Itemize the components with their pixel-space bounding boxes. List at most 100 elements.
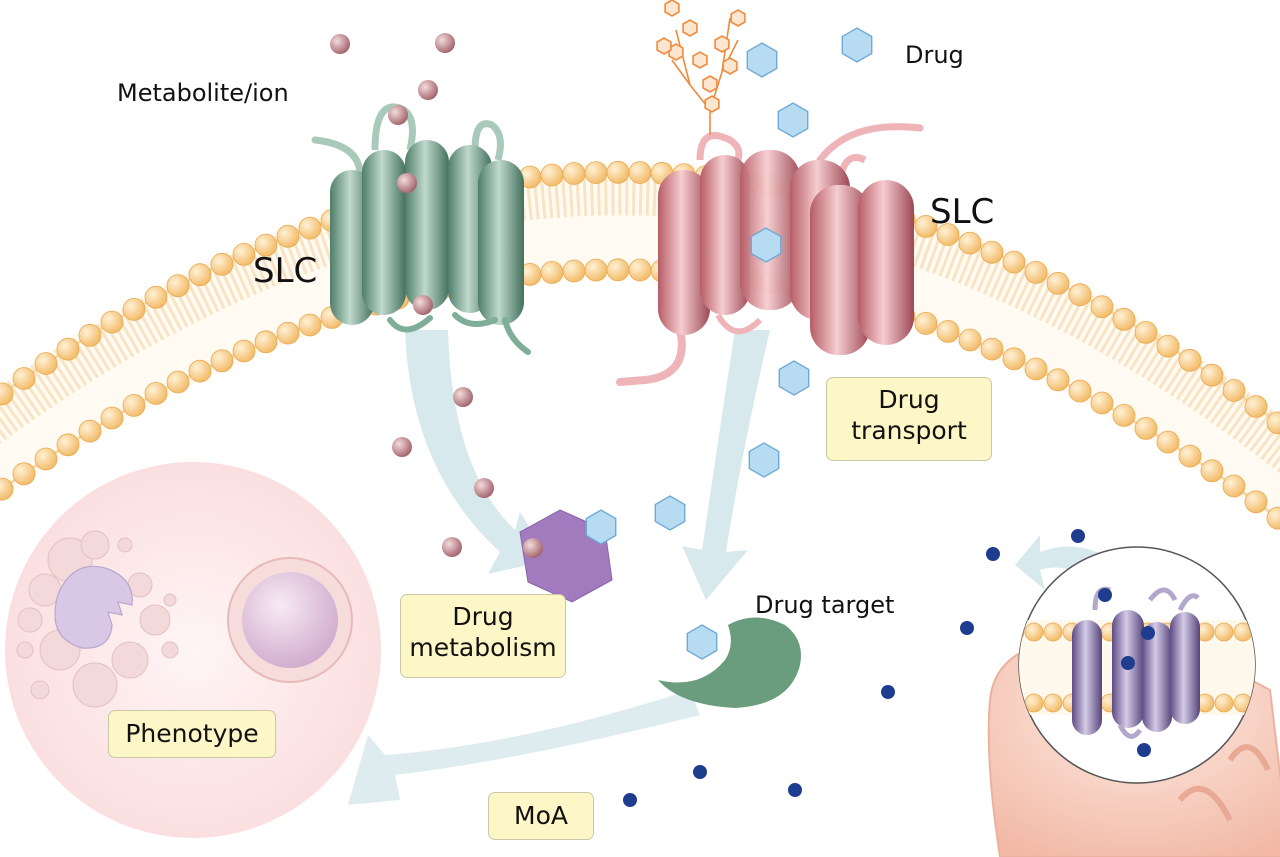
ion-dots bbox=[623, 529, 1155, 807]
lipid-head bbox=[606, 258, 630, 282]
lipid-head bbox=[298, 313, 322, 337]
lipid-head bbox=[34, 447, 58, 471]
lipid-head bbox=[1244, 490, 1268, 514]
metabolite-particle bbox=[442, 537, 462, 557]
lipid-head bbox=[210, 252, 234, 276]
drug-metabolism-line1: Drug bbox=[452, 602, 514, 631]
ion-dot bbox=[1141, 626, 1155, 640]
arrow-drug-to-target bbox=[682, 330, 770, 600]
lipid-head bbox=[188, 359, 212, 383]
lipid-head bbox=[1024, 357, 1048, 381]
glycan-unit bbox=[714, 35, 730, 53]
drug-molecules bbox=[585, 27, 873, 660]
drug-molecule bbox=[585, 509, 617, 545]
lipid-head bbox=[540, 260, 564, 284]
glycan-unit bbox=[692, 51, 708, 69]
ion-dot bbox=[693, 765, 707, 779]
ion-dot bbox=[1071, 529, 1085, 543]
lipid-head bbox=[1046, 368, 1070, 392]
drug-molecule bbox=[750, 227, 782, 263]
lipid-head bbox=[144, 285, 168, 309]
slc-right-label: SLC bbox=[930, 192, 995, 232]
metabolite-particle bbox=[418, 80, 438, 100]
drug-metabolism-line2: metabolism bbox=[409, 633, 557, 663]
lipid-head bbox=[1134, 416, 1158, 440]
lipid-head bbox=[584, 161, 608, 185]
metabolite-particle bbox=[474, 478, 494, 498]
lipid-head bbox=[540, 163, 564, 187]
lipid-head bbox=[254, 330, 278, 354]
lipid-head bbox=[958, 231, 982, 255]
lipid-head bbox=[914, 311, 938, 335]
lipid-head bbox=[210, 349, 234, 373]
lipid-head bbox=[1214, 622, 1234, 642]
lipid-head bbox=[1090, 391, 1114, 415]
lipid-head bbox=[936, 319, 960, 343]
glycan-unit bbox=[656, 37, 672, 55]
lipid-head bbox=[980, 337, 1004, 361]
lipid-head bbox=[276, 321, 300, 345]
lipid-head bbox=[1068, 379, 1092, 403]
slc-left-label: SLC bbox=[253, 251, 318, 291]
lipid-head bbox=[1178, 444, 1202, 468]
ion-dot bbox=[1137, 743, 1151, 757]
lipid-head bbox=[1222, 474, 1246, 498]
drug-molecule bbox=[748, 442, 780, 478]
apoptotic-debris bbox=[16, 530, 179, 708]
lipid-head bbox=[1156, 334, 1180, 358]
drug-target-protein bbox=[658, 617, 801, 708]
metabolite-particle bbox=[435, 33, 455, 53]
lipid-head bbox=[1200, 459, 1224, 483]
lipid-head bbox=[1200, 363, 1224, 387]
lipid-head bbox=[12, 367, 36, 390]
lipid-head bbox=[628, 258, 652, 282]
ion-dot bbox=[881, 685, 895, 699]
phenotype-box: Phenotype bbox=[108, 710, 276, 758]
lipid-head bbox=[584, 258, 608, 282]
arrow-moa bbox=[348, 690, 700, 805]
drug-transport-box: Drug transport bbox=[826, 377, 992, 461]
glycan-unit bbox=[722, 57, 738, 75]
lipid-head bbox=[1090, 295, 1114, 319]
glycan-unit bbox=[704, 95, 720, 113]
lipid-head bbox=[298, 216, 322, 240]
lipid-head bbox=[0, 382, 14, 406]
ion-dot bbox=[1098, 588, 1112, 602]
lipid-head bbox=[1214, 693, 1234, 713]
lipid-head bbox=[936, 223, 960, 246]
drug-molecule bbox=[686, 624, 718, 660]
lipid-head bbox=[34, 352, 58, 375]
metabolite-particle bbox=[453, 387, 473, 407]
lipid-head bbox=[232, 242, 256, 266]
lipid-head bbox=[232, 339, 256, 363]
glycan-unit bbox=[682, 19, 698, 37]
lipid-head bbox=[1024, 622, 1044, 642]
drug-molecule bbox=[777, 102, 809, 138]
lipid-head bbox=[166, 370, 190, 394]
drug-metabolism-box: Drug metabolism bbox=[400, 594, 566, 678]
slc-transporter-green bbox=[311, 103, 531, 355]
lipid-head bbox=[628, 161, 652, 184]
lipid-head bbox=[188, 263, 212, 287]
drug-molecule bbox=[746, 42, 778, 78]
lipid-head bbox=[1233, 622, 1253, 642]
glycan-unit bbox=[664, 0, 680, 17]
lipid-head bbox=[276, 224, 300, 248]
lipid-head bbox=[1002, 250, 1026, 274]
lipid-head bbox=[1112, 307, 1136, 331]
lipid-head bbox=[980, 240, 1004, 264]
metabolite-particle bbox=[523, 538, 543, 558]
drug-molecule bbox=[841, 27, 873, 63]
zoom-inset bbox=[1018, 546, 1256, 784]
drug-molecule bbox=[654, 495, 686, 531]
lipid-head bbox=[1046, 271, 1070, 295]
lipid-head bbox=[1156, 430, 1180, 454]
glycan-unit bbox=[730, 9, 746, 27]
metabolite-particle bbox=[330, 34, 350, 54]
ion-dot bbox=[960, 621, 974, 635]
metabolite-particle bbox=[388, 105, 408, 125]
lipid-head bbox=[1068, 283, 1092, 307]
lipid-head bbox=[958, 328, 982, 352]
lipid-head bbox=[914, 214, 938, 238]
lipid-head bbox=[1002, 347, 1026, 371]
